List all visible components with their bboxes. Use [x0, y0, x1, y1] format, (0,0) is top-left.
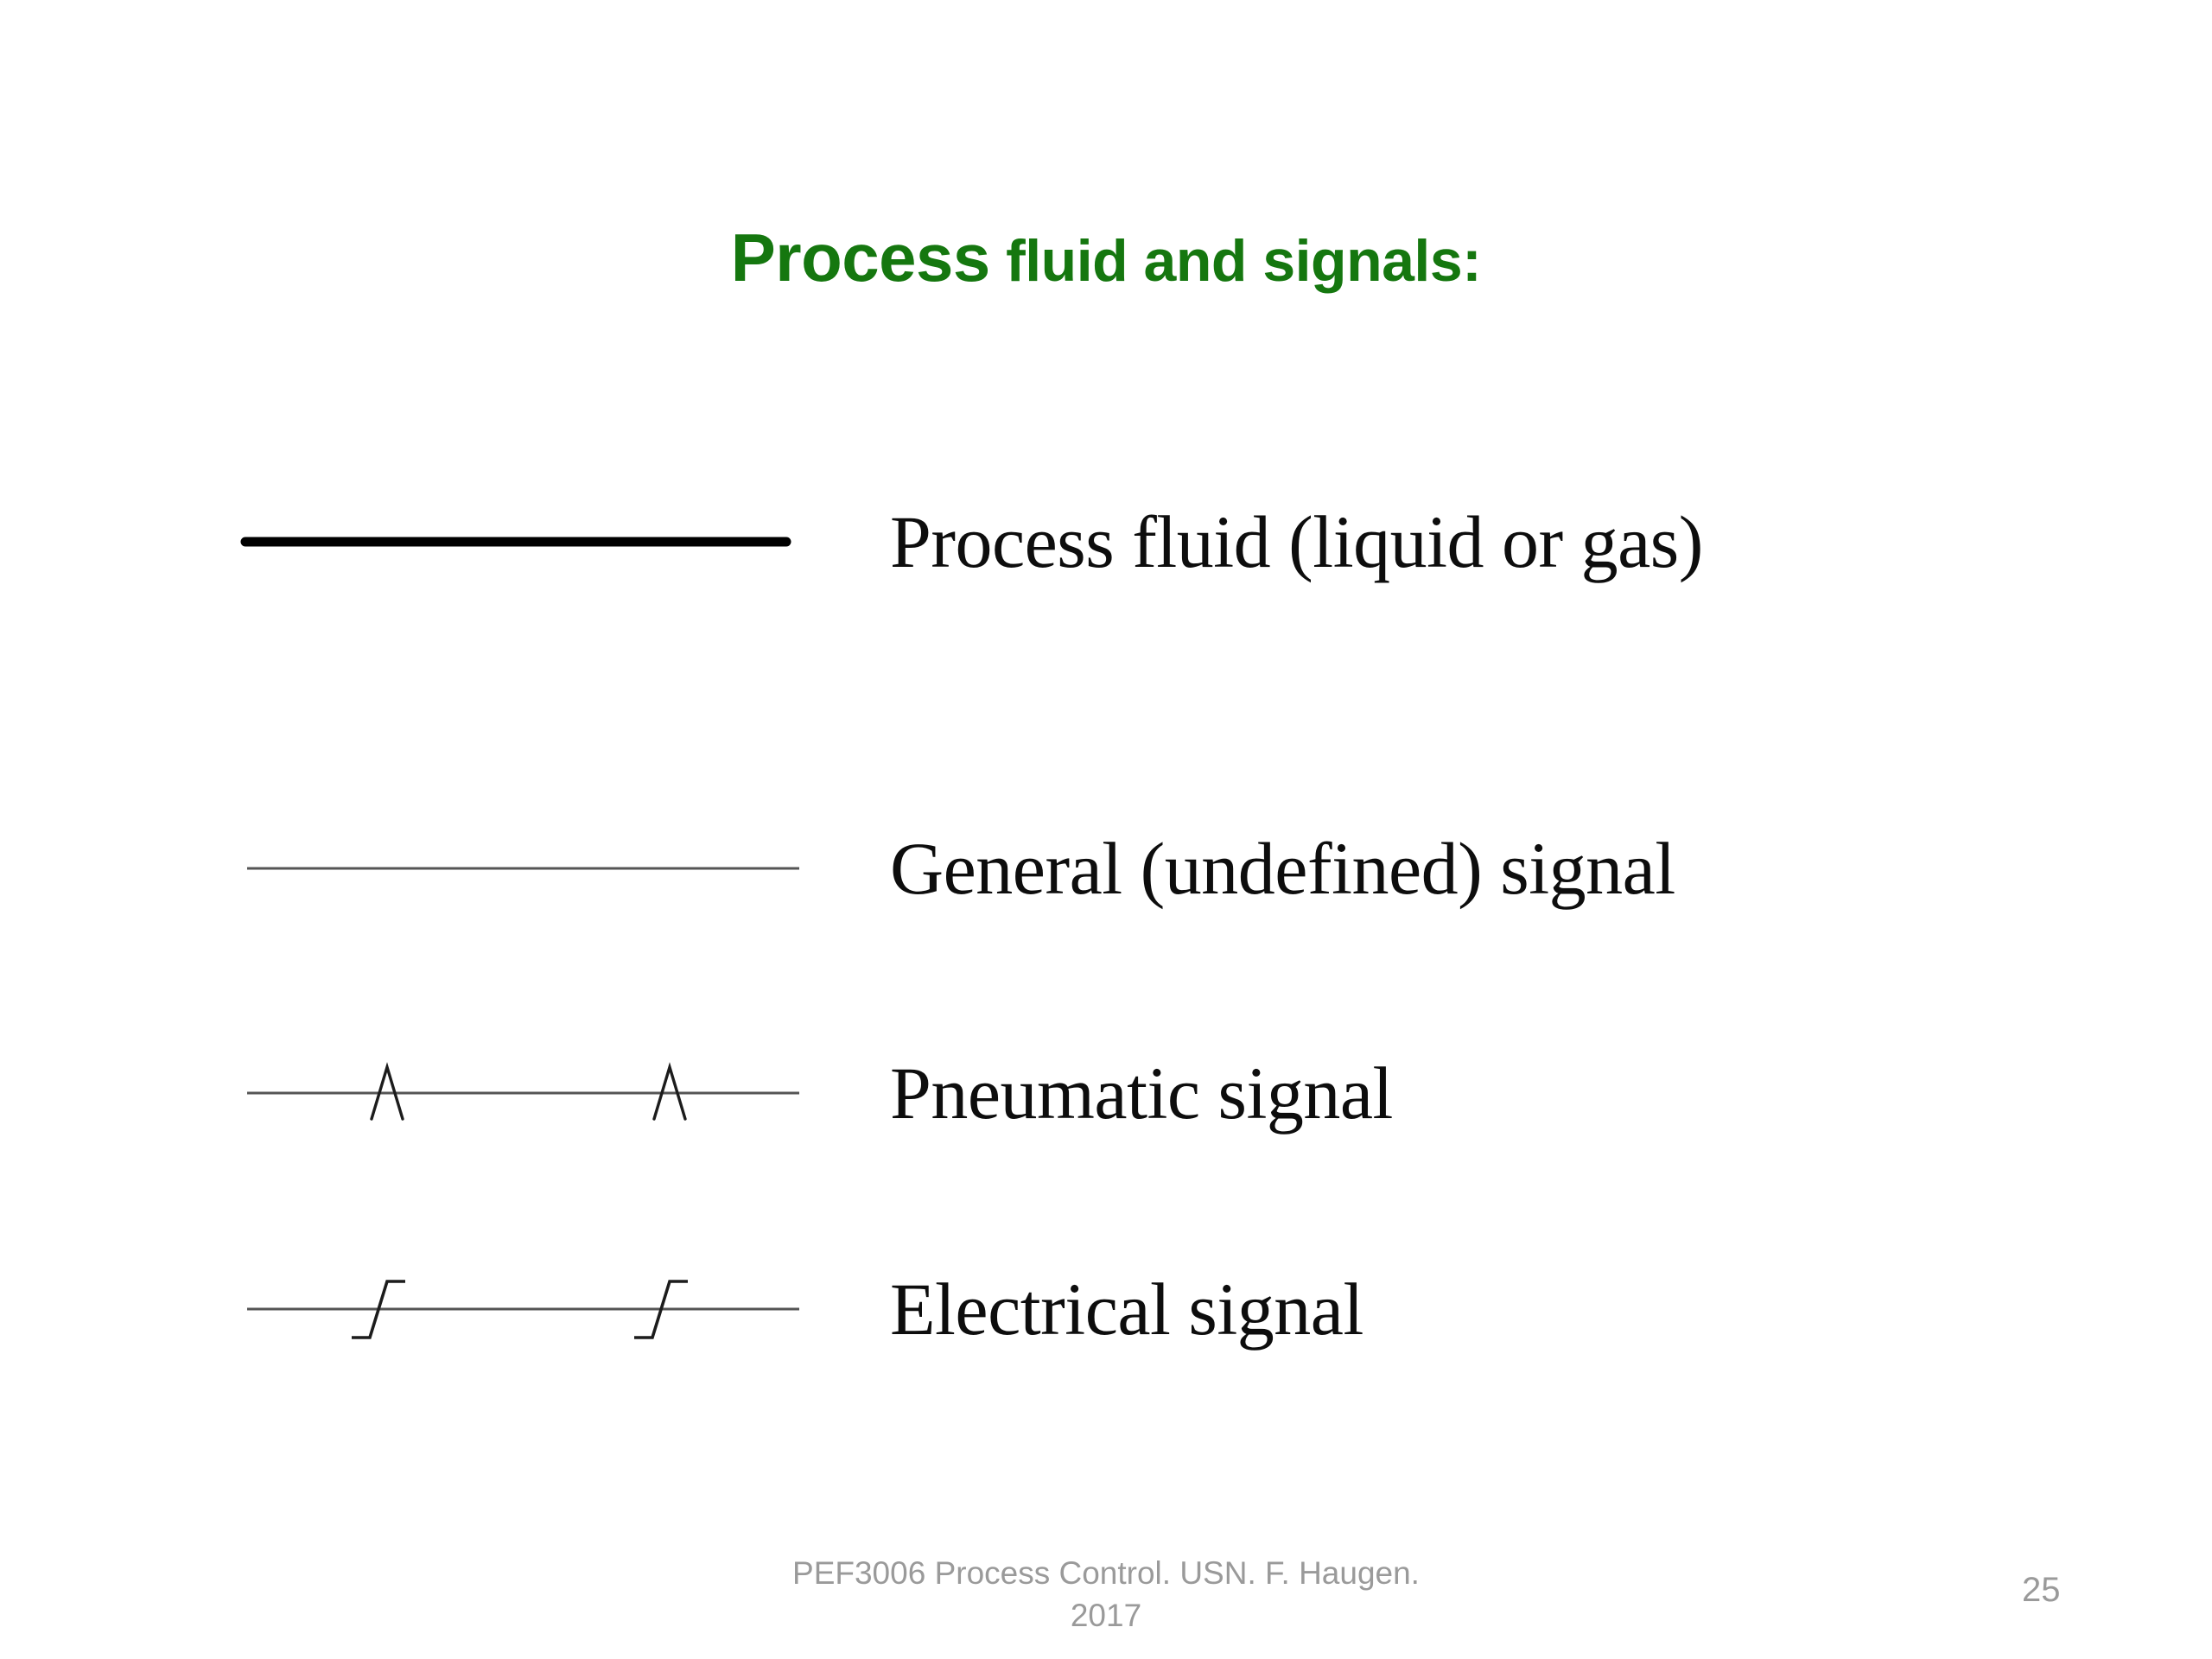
legend-row-process-fluid: Process fluid (liquid or gas) [0, 481, 2212, 602]
footer-line-1: PEF3006 Process Control. USN. F. Haugen. [792, 1555, 1420, 1591]
legend-label-pneumatic-signal: Pneumatic signal [890, 1052, 1393, 1135]
pneumatic-line-icon [242, 1033, 812, 1154]
footer-line-2: 2017 [1070, 1597, 1142, 1633]
legend-label-process-fluid: Process fluid (liquid or gas) [890, 500, 1703, 583]
electrical-line-icon [242, 1249, 812, 1370]
legend-label-electrical-signal: Electrical signal [890, 1268, 1363, 1351]
page-title: Process fluid and signals: [0, 222, 2212, 294]
legend-row-electrical-signal: Electrical signal [0, 1249, 2212, 1370]
footer-attribution: PEF3006 Process Control. USN. F. Haugen.… [631, 1553, 1581, 1637]
page-title-rest: fluid and signals: [989, 228, 1482, 294]
page-number: 25 [2022, 1571, 2061, 1609]
page-title-strong: Process [730, 219, 991, 296]
thick-solid-line-icon [240, 481, 812, 602]
legend-label-general-signal: General (undefined) signal [890, 827, 1675, 910]
legend-row-general-signal: General (undefined) signal [0, 808, 2212, 929]
thin-solid-line-icon [242, 808, 812, 929]
legend-row-pneumatic-signal: Pneumatic signal [0, 1033, 2212, 1154]
